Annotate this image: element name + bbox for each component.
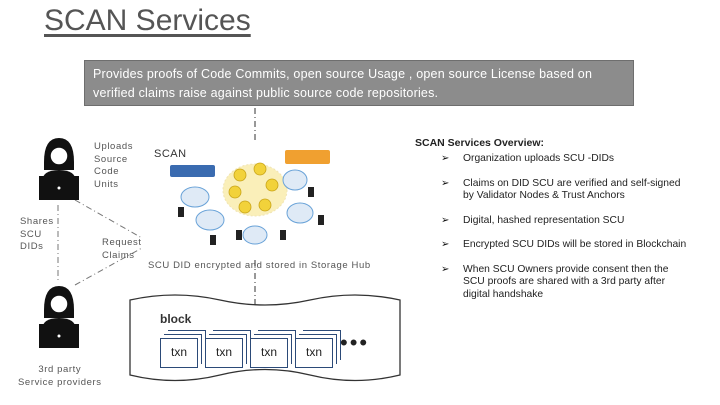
- list-item: ➢Digital, hashed representation SCU: [441, 214, 625, 226]
- list-item: ➢Claims on DID SCU are verified and self…: [441, 177, 681, 202]
- txn-box: txn: [160, 338, 198, 368]
- txn-box: txn: [295, 338, 333, 368]
- scan-note: SCU DID encrypted and stored in Storage …: [148, 260, 371, 271]
- user-laptop-icon: [39, 286, 79, 348]
- list-item: ➢Encrypted SCU DIDs will be stored in Bl…: [441, 239, 687, 250]
- scan-logo: SCAN: [154, 148, 187, 160]
- arrow-bullet-icon: ➢: [441, 153, 450, 164]
- summary-banner: Provides proofs of Code Commits, open so…: [84, 60, 634, 106]
- list-item: ➢When SCU Owners provide consent then th…: [441, 263, 669, 300]
- user-laptop-icon: [39, 138, 79, 200]
- list-item: ➢Organization uploads SCU -DIDs: [441, 153, 615, 164]
- arrow-bullet-icon: ➢: [441, 177, 450, 189]
- overview-title: SCAN Services Overview:: [415, 137, 544, 149]
- arrow-bullet-icon: ➢: [441, 263, 450, 275]
- more-dots: •••: [340, 330, 370, 355]
- block-label: block: [160, 312, 192, 326]
- arrow-bullet-icon: ➢: [441, 214, 450, 226]
- node-cluster-icon: [170, 150, 330, 245]
- arrow-bullet-icon: ➢: [441, 239, 450, 250]
- txn-box: txn: [205, 338, 243, 368]
- user-to-scan-diag-1: [74, 199, 143, 239]
- page-title: SCAN Services: [44, 4, 251, 37]
- overview-list: ➢Organization uploads SCU -DIDs ➢Claims …: [441, 153, 693, 313]
- txn-box: txn: [250, 338, 288, 368]
